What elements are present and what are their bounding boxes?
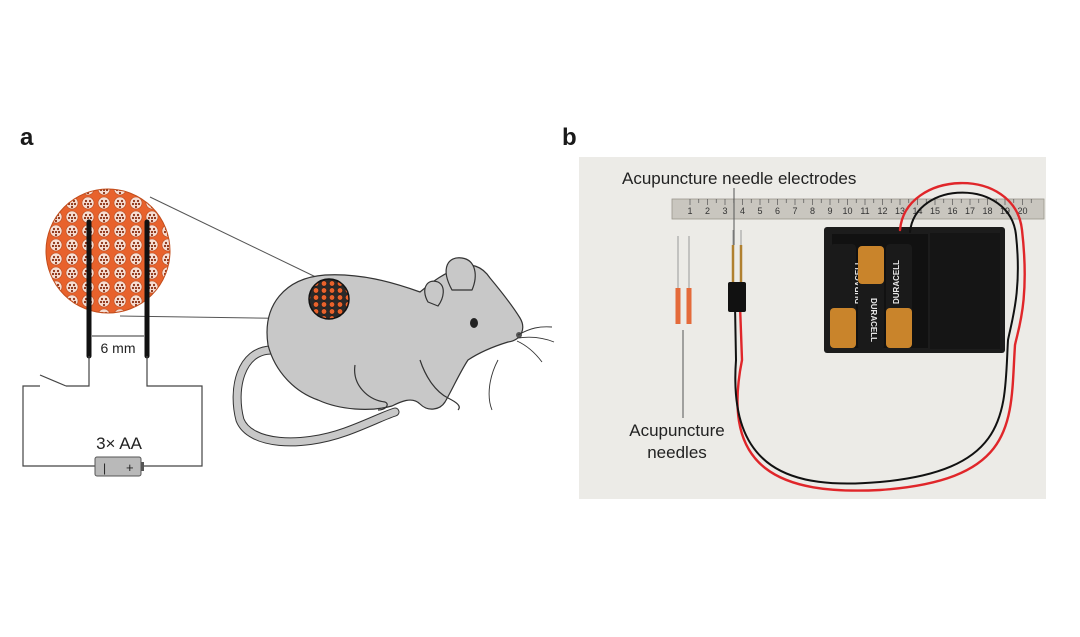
electrodes-label: Acupuncture needle electrodes (622, 169, 856, 188)
battery-icon (94, 456, 144, 477)
ruler-number: 16 (947, 206, 957, 216)
ruler-number: 1 (687, 206, 692, 216)
ruler-number: 9 (827, 206, 832, 216)
ruler-number: 8 (810, 206, 815, 216)
battery-holder: DURACELL DURACELL DURACELL (824, 227, 1005, 353)
battery-2: DURACELL (858, 246, 884, 350)
ruler-number: 12 (877, 206, 887, 216)
red-black-wire (734, 181, 1026, 492)
battery-minus-label: | (103, 461, 106, 475)
battery-plus-label: + (126, 460, 134, 475)
ruler-number: 20 (1017, 206, 1027, 216)
ruler-number: 4 (740, 206, 745, 216)
ruler-number: 11 (860, 206, 869, 216)
ruler-number: 2 (705, 206, 710, 216)
battery-label: 3× AA (96, 434, 143, 453)
tissue-site-circle (308, 278, 350, 320)
circuit-wires (22, 356, 203, 467)
ruler-number: 5 (757, 206, 762, 216)
circuit-switch (39, 374, 67, 387)
battery-3-brand: DURACELL (892, 260, 901, 304)
ruler-number: 15 (930, 206, 940, 216)
battery-3: DURACELL (886, 244, 912, 348)
needle-electrodes (728, 230, 746, 312)
needles-label-line2: needles (647, 443, 707, 462)
ruler-number: 6 (775, 206, 780, 216)
ruler-number: 10 (842, 206, 852, 216)
tissue-magnified-circle (45, 188, 171, 314)
battery-2-brand: DURACELL (869, 298, 878, 342)
ruler-number: 18 (982, 206, 992, 216)
panel-b-label: b (562, 124, 577, 151)
electrode-spacing-label: 6 mm (101, 340, 136, 356)
mouse-illustration (232, 257, 555, 447)
needles-label-line1: Acupuncture (629, 421, 724, 440)
ruler-number: 13 (895, 206, 905, 216)
ruler-tick-marks (689, 199, 1032, 205)
panel-a: 6 mm 3× AA | + (22, 188, 555, 477)
electrode-needles (86, 219, 150, 359)
ruler-number: 7 (792, 206, 797, 216)
zoom-line-top (149, 196, 323, 281)
ruler-number: 3 (722, 206, 727, 216)
panel-a-label: a (20, 124, 34, 151)
acupuncture-needles (675, 236, 692, 324)
ruler-number: 17 (965, 206, 975, 216)
